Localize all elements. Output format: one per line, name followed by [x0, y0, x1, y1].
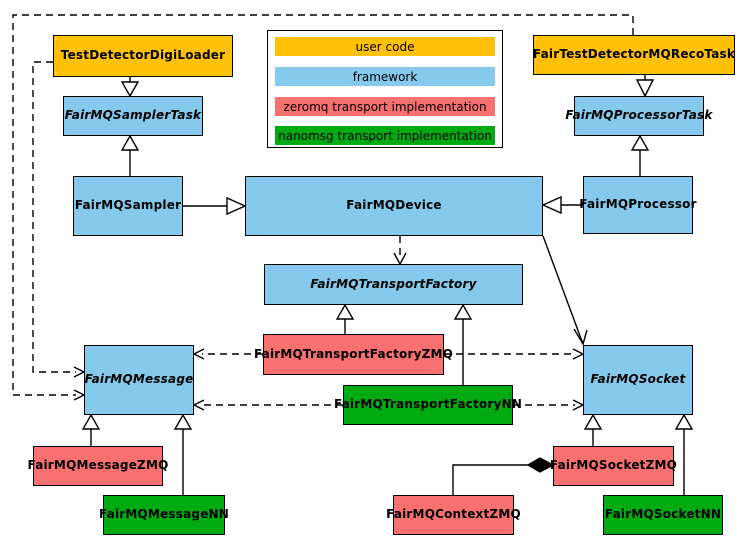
edge-fairmqdevice-fairmqtransportfactory [393, 236, 407, 266]
legend-item-nanomsg: nanomsg transport implementation [275, 126, 495, 145]
edge-fairmqsocketnn-fairmqsocket [674, 413, 694, 495]
edge-fairmqtransportfactorynn-fairmqmessage [192, 399, 343, 411]
legend-item-user-code: user code [275, 37, 495, 56]
legend-box: user code framework zeromq transport imp… [267, 30, 503, 148]
class-fairmqprocessortask[interactable]: FairMQProcessorTask [565, 96, 712, 136]
class-testdetectordigiloader[interactable]: TestDetectorDigiLoader [53, 35, 233, 77]
class-fairmqcontextzmq[interactable]: FairMQContextZMQ [386, 495, 521, 535]
edge-testdetectordigiloader-fairmqsamplertask [120, 77, 140, 98]
edge-fairmqprocessor-fairmqdevice [541, 195, 583, 215]
class-fairmqsocket[interactable]: FairMQSocket [583, 345, 693, 415]
edge-fairmqtransportfactorynn-fairmqsocket [513, 399, 585, 411]
class-fairmqsocketzmq[interactable]: FairMQSocketZMQ [550, 446, 677, 486]
edge-fairmqtransportfactoryzmq-fairmqmessage [192, 348, 263, 360]
class-fairmqtransportfactory[interactable]: FairMQTransportFactory [264, 264, 523, 305]
edge-fairmqmessagenn-fairmqmessage [173, 413, 193, 495]
class-fairtestdetectormqrecotask[interactable]: FairTestDetectorMQRecoTask [533, 35, 735, 75]
edge-fairmqcontextzmq-fairmqsocketzmq [452, 457, 555, 495]
class-fairmqprocessor[interactable]: FairMQProcessor [579, 176, 697, 234]
class-fairmqsamplertask[interactable]: FairMQSamplerTask [63, 96, 203, 136]
edge-fairmqsocketzmq-fairmqsocket [583, 413, 603, 446]
class-fairmqsampler[interactable]: FairMQSampler [73, 176, 183, 236]
edge-fairtestdetectormqrecotask-fairmqprocessortask [635, 75, 655, 98]
class-fairmqmessage[interactable]: FairMQMessage [84, 345, 194, 415]
class-fairmqdevice[interactable]: FairMQDevice [245, 176, 543, 236]
edge-fairmqtransportfactoryzmq-fairmqtransportfactory [335, 303, 355, 334]
edge-fairmqprocessor-fairmqprocessortask [630, 134, 650, 176]
legend-item-framework: framework [275, 67, 495, 86]
edge-fairmqdevice-fairmqsocket [542, 235, 588, 346]
edge-fairmqtransportfactorynn-fairmqtransportfactory [453, 303, 473, 385]
class-fairmqtransportfactorynn[interactable]: FairMQTransportFactoryNN [334, 385, 522, 425]
edge-fairmqmessagezmq-fairmqmessage [81, 413, 101, 446]
class-fairmqmessagenn[interactable]: FairMQMessageNN [99, 495, 229, 535]
edge-fairmqsampler-fairmqsamplertask [120, 134, 140, 176]
class-fairmqmessagezmq[interactable]: FairMQMessageZMQ [28, 446, 168, 486]
edge-fairmqsampler-fairmqdevice [183, 196, 247, 216]
class-fairmqsocketnn[interactable]: FairMQSocketNN [603, 495, 723, 535]
class-fairmqtransportfactoryzmq[interactable]: FairMQTransportFactoryZMQ [254, 334, 453, 375]
legend-item-zeromq: zeromq transport implementation [275, 97, 495, 116]
edge-fairmqtransportfactoryzmq-fairmqsocket [444, 348, 585, 360]
